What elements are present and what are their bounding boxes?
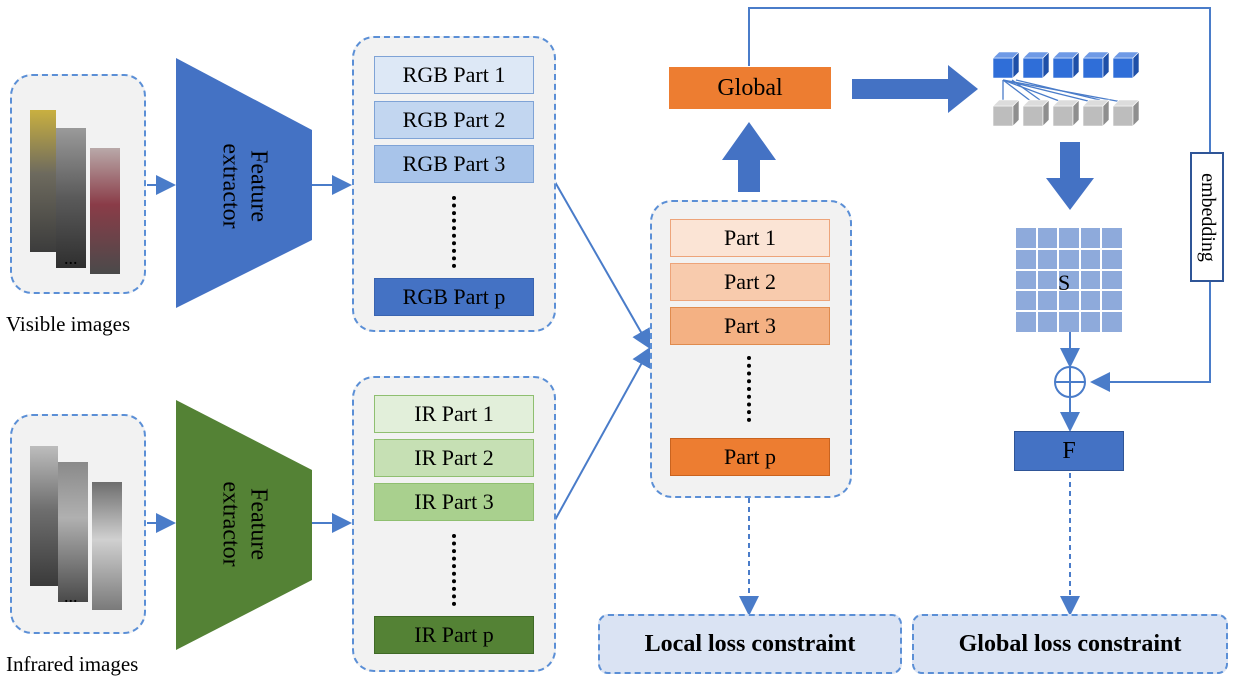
feature-cube <box>1022 105 1044 127</box>
fused-part-2: Part 2 <box>670 263 830 301</box>
feature-cube <box>1102 99 1110 127</box>
right-arrow <box>852 65 978 113</box>
global-feature-cubes <box>992 51 1140 79</box>
down-arrow <box>1046 142 1094 210</box>
feature-cube <box>1052 105 1074 127</box>
rgb-parts-ellipsis <box>452 196 460 268</box>
global-feature-box: Global <box>669 67 831 109</box>
fused-parts-ellipsis <box>747 356 755 422</box>
feature-cube <box>1072 51 1080 79</box>
visible-person-image <box>56 128 86 268</box>
ir-part-p: IR Part p <box>374 616 534 654</box>
infrared-images-label: Infrared images <box>6 652 139 676</box>
infrared-person-image <box>30 446 58 586</box>
embedding-box: embedding <box>1190 152 1224 282</box>
infrared-feature-extractor <box>176 400 312 650</box>
local-loss-box: Local loss constraint <box>598 614 902 674</box>
feature-cube <box>1112 105 1134 127</box>
rgb-part-2: RGB Part 2 <box>374 101 534 139</box>
feature-cube <box>1132 51 1140 79</box>
rgb-part-p: RGB Part p <box>374 278 534 316</box>
embedded-feature-cubes <box>992 99 1140 127</box>
fused-part-3: Part 3 <box>670 307 830 345</box>
infrared-person-image <box>92 482 122 610</box>
infrared-images-panel: ... <box>10 414 146 634</box>
visible-feature-extractor <box>176 58 312 308</box>
fused-feature-box: F <box>1014 431 1124 471</box>
feature-cube <box>1022 57 1044 79</box>
feature-cube <box>1072 99 1080 127</box>
feature-cube <box>1012 51 1020 79</box>
feature-cube <box>1082 105 1104 127</box>
similarity-label: S <box>1058 270 1071 295</box>
visible-person-image <box>30 110 56 252</box>
feature-cube <box>1102 51 1110 79</box>
ellipsis: ... <box>64 248 78 268</box>
similarity-matrix <box>1016 228 1122 332</box>
global-loss-box: Global loss constraint <box>912 614 1228 674</box>
ir-part-1: IR Part 1 <box>374 395 534 433</box>
infrared-person-image <box>58 462 88 602</box>
ir-part-3: IR Part 3 <box>374 483 534 521</box>
rgb-part-1: RGB Part 1 <box>374 56 534 94</box>
feature-cube <box>1082 57 1104 79</box>
feature-cube <box>1052 57 1074 79</box>
ellipsis: ... <box>64 586 78 606</box>
feature-cube <box>1112 57 1134 79</box>
feature-cube <box>992 57 1014 79</box>
feature-cube <box>992 105 1014 127</box>
visible-person-image <box>90 148 120 274</box>
feature-cube <box>1132 99 1140 127</box>
up-arrow <box>722 122 776 192</box>
embedding-label: embedding <box>1196 172 1219 262</box>
visible-images-panel: ... <box>10 74 146 294</box>
visible-images-label: Visible images <box>6 312 131 336</box>
visible-extractor-label: Feature extractor <box>218 143 272 229</box>
feature-cube <box>1042 99 1050 127</box>
rgb-part-3: RGB Part 3 <box>374 145 534 183</box>
fused-part-1: Part 1 <box>670 219 830 257</box>
ir-part-2: IR Part 2 <box>374 439 534 477</box>
infrared-extractor-label: Feature extractor <box>218 481 272 567</box>
ir-parts-ellipsis <box>452 534 460 606</box>
feature-cube <box>1042 51 1050 79</box>
fused-part-p: Part p <box>670 438 830 476</box>
feature-cube <box>1012 99 1020 127</box>
